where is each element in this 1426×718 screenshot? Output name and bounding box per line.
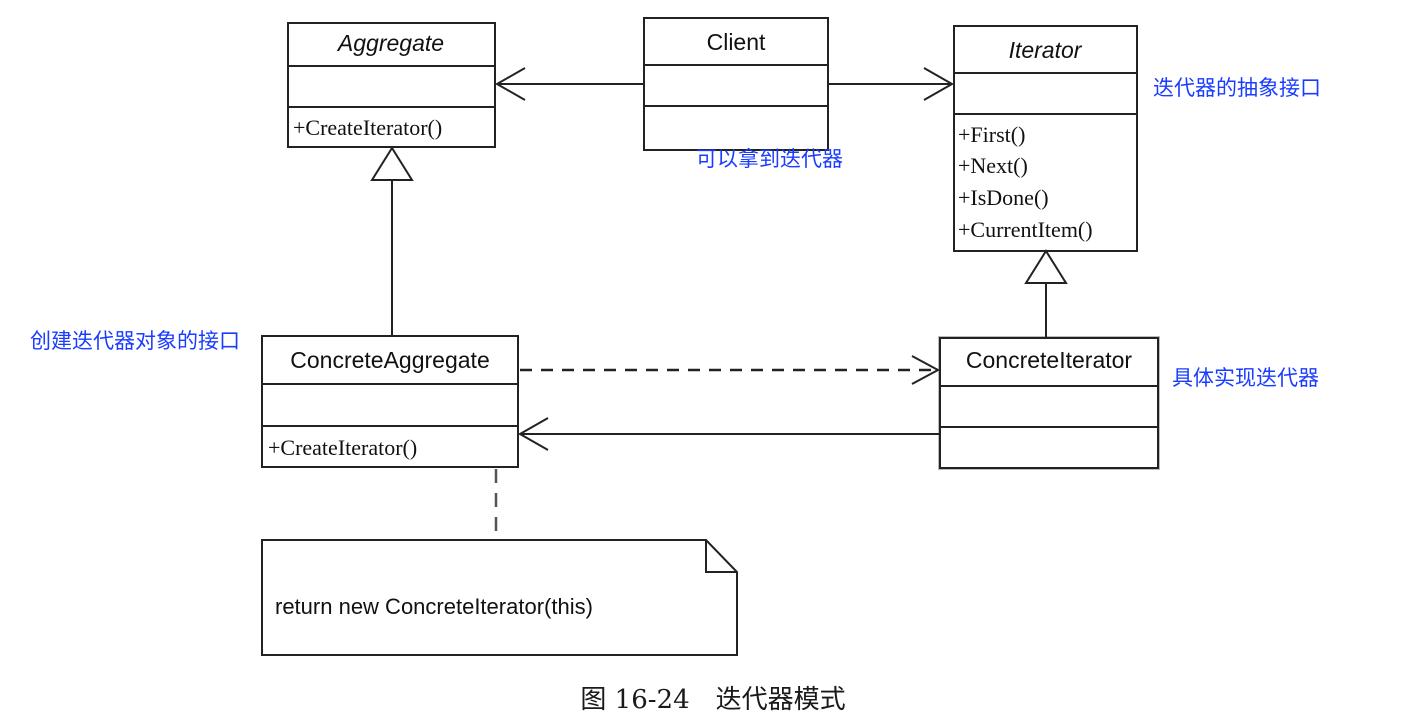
concrete-aggregate-name: ConcreteAggregate: [290, 347, 489, 373]
aggregate-box: [287, 22, 496, 148]
annotation-iterator-interface: 迭代器的抽象接口: [1153, 76, 1321, 100]
concrete-aggregate-operation-create-iterator: +CreateIterator(): [268, 435, 417, 460]
edge-concrete-aggregate-creates-concrete-iterator: [520, 355, 941, 385]
annotation-client-gets-iterator: 可以拿到迭代器: [696, 147, 843, 171]
open-arrowhead-icon: [911, 355, 941, 385]
note-create-iterator-impl: return new ConcreteIterator(this): [261, 469, 738, 656]
open-arrowhead-icon: [923, 67, 955, 101]
iterator-operation-is-done: +IsDone(): [958, 185, 1049, 210]
aggregate-operation-create-iterator: +CreateIterator(): [293, 115, 442, 140]
edge-concrete-iterator-to-concrete-aggregate: [517, 417, 940, 451]
concrete-aggregate-box: [261, 335, 519, 468]
annotation-concrete-iterator-impl: 具体实现迭代器: [1172, 366, 1319, 390]
concrete-iterator-box: [939, 337, 1159, 469]
class-concrete-aggregate: ConcreteAggregate +CreateIterator(): [261, 335, 519, 468]
note-box: [261, 539, 738, 656]
hollow-triangle-icon: [1024, 249, 1068, 284]
iterator-operation-current-item: +CurrentItem(): [958, 217, 1093, 242]
class-aggregate: Aggregate +CreateIterator(): [287, 22, 496, 148]
note-text: return new ConcreteIterator(this): [275, 594, 593, 619]
aggregate-name: Aggregate: [336, 30, 444, 56]
annotation-create-iterator-interface: 创建迭代器对象的接口: [30, 329, 240, 353]
edge-client-to-iterator: [828, 67, 955, 101]
note-folded-corner-icon: [705, 540, 737, 573]
iterator-operation-first: +First(): [958, 122, 1025, 147]
class-client: Client: [643, 17, 829, 151]
client-box: [643, 17, 829, 151]
hollow-triangle-icon: [370, 146, 414, 181]
iterator-name: Iterator: [1009, 37, 1083, 63]
iterator-box: [953, 25, 1138, 252]
class-concrete-iterator: ConcreteIterator: [938, 336, 1160, 470]
class-iterator: Iterator +First() +Next() +IsDone() +Cur…: [953, 25, 1138, 252]
figure-caption: 图 16-24 迭代器模式: [580, 685, 845, 715]
open-arrowhead-icon: [517, 417, 549, 451]
edge-concrete-aggregate-inherits-aggregate: [370, 146, 414, 336]
iterator-operation-next: +Next(): [958, 153, 1028, 178]
concrete-iterator-name: ConcreteIterator: [966, 347, 1133, 373]
edge-client-to-aggregate: [494, 67, 644, 101]
open-arrowhead-icon: [494, 67, 526, 101]
edge-concrete-iterator-inherits-iterator: [1024, 249, 1068, 338]
client-name: Client: [707, 29, 766, 55]
